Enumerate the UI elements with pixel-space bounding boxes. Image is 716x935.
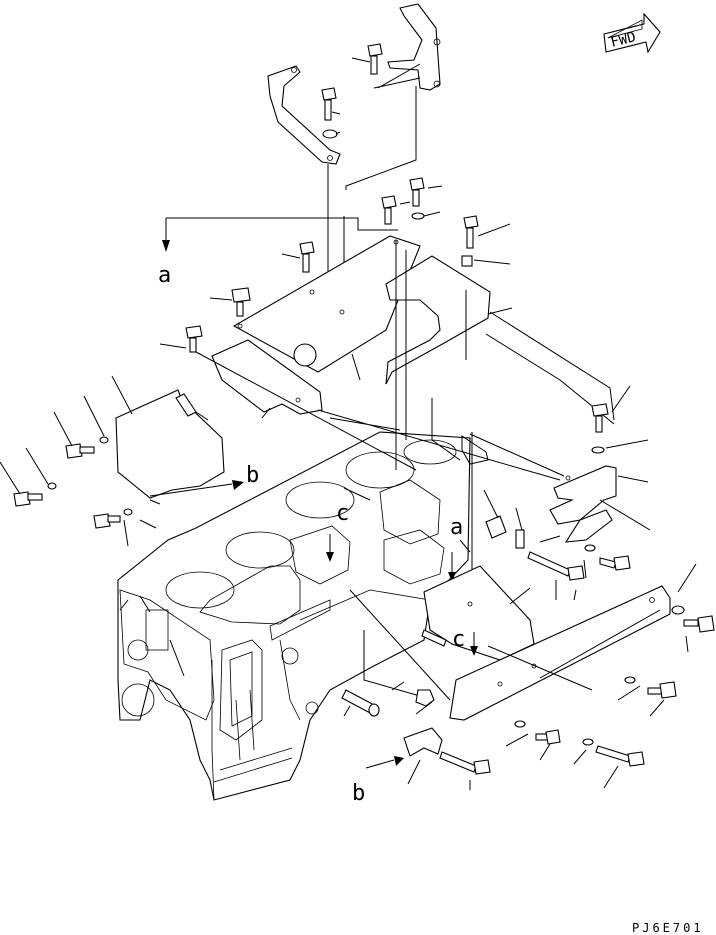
forward-arrow-icon: FWD: [603, 12, 661, 54]
bolt-mid-3: [463, 215, 479, 249]
bolt-mid-5: [231, 287, 251, 317]
ref-letter-b-bottom: b: [352, 781, 365, 806]
washer-bottom-1: [624, 676, 636, 684]
bracket-right-middle: [549, 465, 617, 543]
long-rail-bracket: [449, 585, 671, 721]
bolt-mid-1: [409, 177, 425, 207]
ref-letter-b-left: b: [246, 463, 259, 488]
washer-right: [584, 544, 596, 552]
ref-letter-c-center: c: [336, 501, 349, 526]
washer-bottom-3: [582, 738, 594, 746]
clamp-bottom: [403, 727, 443, 757]
washer-rail: [671, 605, 685, 615]
bolt-short-right: [599, 555, 631, 571]
arrow-a-top-icon: [162, 240, 170, 252]
upper-bracket-right: [387, 3, 441, 91]
clip-right: [515, 529, 525, 549]
ref-letter-a-right: a: [450, 515, 463, 540]
bolt-left-1: [65, 436, 109, 459]
bolt-top-1: [367, 43, 383, 75]
bolt-mid-4: [299, 241, 315, 273]
bolt-bottom-2: [535, 729, 561, 745]
bracket-left-plate: [211, 339, 323, 415]
nut-bottom: [415, 689, 435, 707]
bolt-rail: [683, 615, 715, 633]
bushing-bottom: [341, 689, 380, 717]
arrow-b-icon: [232, 480, 244, 490]
ref-letter-a-top: a: [158, 263, 171, 288]
bolt-right-1: [591, 403, 609, 454]
washer-mid: [411, 212, 425, 220]
arrow-c-center-icon: [326, 552, 334, 562]
bracket-right-l: [385, 255, 491, 385]
spacer-collar: [461, 255, 473, 267]
upper-bracket-left: [267, 65, 341, 165]
arrow-a-right-icon: [448, 572, 456, 582]
fwd-label: FWD: [609, 29, 637, 51]
bolt-mid-2: [381, 195, 397, 225]
side-plate-left: [115, 389, 225, 499]
washer-bottom-2: [514, 720, 526, 728]
bolt-top-2: [321, 87, 338, 139]
bolt-bottom-3: [595, 745, 645, 767]
bolt-left-2: [13, 482, 57, 507]
bolt-left-3: [93, 508, 133, 529]
dowel-pin-right: [485, 515, 507, 539]
drawing-code: PJ6E701: [632, 921, 704, 935]
arrow-b-bottom-icon: [394, 756, 404, 766]
arrow-c-right-icon: [470, 646, 478, 656]
pin-center: [421, 629, 447, 647]
cylinder-block: [117, 431, 471, 801]
bolt-long-right: [527, 551, 585, 581]
ref-letter-c-right: c: [452, 627, 465, 652]
bolt-mid-6: [185, 325, 203, 353]
bolt-bottom-4: [439, 751, 491, 775]
bolt-bottom-1: [647, 681, 677, 699]
